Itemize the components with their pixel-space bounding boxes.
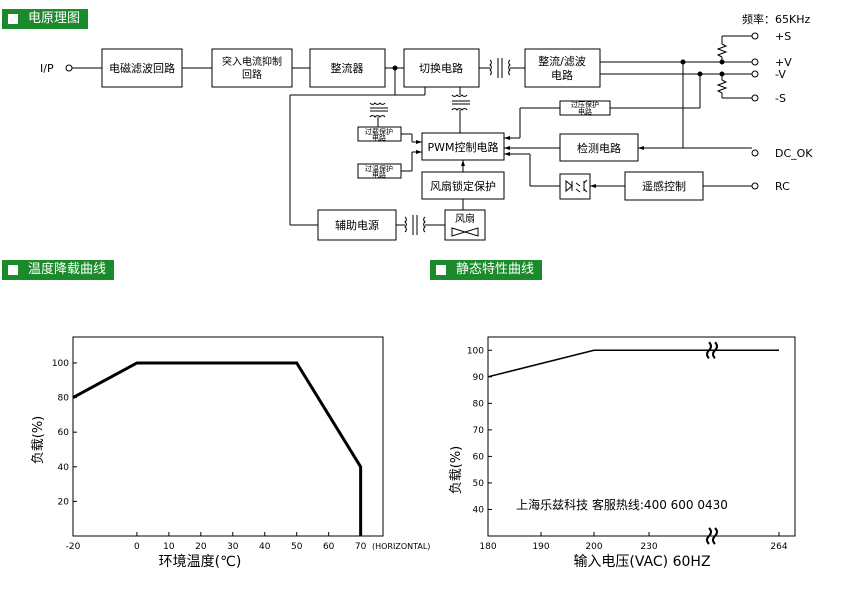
rect-filter-label-1: 整流/滤波 xyxy=(538,54,586,68)
y-tick-label: 70 xyxy=(473,426,485,436)
block-diagram: 频率：65KHz I/P 电磁滤波回路 突入电流抑制 回路 整流器 切换电路 整… xyxy=(0,0,842,250)
square-icon xyxy=(436,265,446,275)
x-axis-label: 环境温度(℃) xyxy=(159,554,242,570)
optocoupler-block xyxy=(560,174,590,199)
switching-label: 切换电路 xyxy=(419,61,463,75)
x-tick-label: 60 xyxy=(323,542,335,552)
fan-label: 风扇 xyxy=(455,212,475,225)
y-tick-label: 90 xyxy=(473,373,485,383)
square-icon xyxy=(8,265,18,275)
fan-lock-label: 风扇锁定保护 xyxy=(430,179,496,193)
static-series-line xyxy=(488,350,779,377)
emi-label: 电磁滤波回路 xyxy=(109,62,175,75)
y-tick-label: 60 xyxy=(58,428,70,438)
rect-filter-label-2: 电路 xyxy=(551,69,573,82)
otp-label-2: 电路 xyxy=(372,170,386,179)
y-tick-label: 80 xyxy=(473,399,485,409)
x-tick-label: 50 xyxy=(291,542,303,552)
remote-label: 遥感控制 xyxy=(642,179,686,193)
fan-icon xyxy=(452,228,478,236)
x-tick-label: 30 xyxy=(227,542,239,552)
section-header-derating: 温度降载曲线 xyxy=(2,260,114,280)
y-axis-label: 负载(%) xyxy=(31,416,46,465)
plot-frame xyxy=(73,337,383,536)
input-label: I/P xyxy=(40,62,54,75)
x-tick-label: -20 xyxy=(66,542,81,552)
section-title: 静态特性曲线 xyxy=(456,260,534,280)
section-header-static: 静态特性曲线 xyxy=(430,260,542,280)
x-tick-label: 200 xyxy=(585,542,602,552)
output-minus-s: -S xyxy=(775,92,786,105)
x-tick-label: 20 xyxy=(195,542,207,552)
derating-series-line xyxy=(73,363,361,536)
y-tick-label: 50 xyxy=(473,479,485,489)
output-rc: RC xyxy=(775,180,790,193)
x-tick-label: 70 xyxy=(355,542,367,552)
olp-label-2: 电路 xyxy=(372,133,386,142)
frequency-label: 频率：65KHz xyxy=(742,12,810,26)
static-chart: 180 190 200 230 264 40 50 60 70 80 90 100 输入电压(VAC) … xyxy=(422,290,842,590)
aux-label: 辅助电源 xyxy=(335,218,379,232)
x-tick-label: 180 xyxy=(479,542,496,552)
output-minus-v: -V xyxy=(775,68,786,81)
x-tick-label: 10 xyxy=(163,542,175,552)
y-tick-label: 20 xyxy=(58,497,70,507)
detect-label: 检测电路 xyxy=(577,141,621,155)
x-axis-label: 输入电压(VAC) 60HZ xyxy=(573,554,710,570)
y-tick-label: 60 xyxy=(473,452,485,462)
rectifier-label: 整流器 xyxy=(331,61,364,75)
output-plus-s: +S xyxy=(775,30,791,43)
inrush-label-2: 回路 xyxy=(242,68,262,81)
pwm-label: PWM控制电路 xyxy=(427,140,498,154)
x-tick-label: 230 xyxy=(640,542,657,552)
output-dc-ok: DC_OK xyxy=(775,147,813,160)
y-tick-label: 100 xyxy=(467,346,484,356)
x-tick-label: 0 xyxy=(134,542,140,552)
inrush-label-1: 突入电流抑制 xyxy=(222,55,282,68)
y-tick-label: 80 xyxy=(58,394,70,404)
optocoupler-icon xyxy=(566,180,587,192)
y-tick-label: 40 xyxy=(473,505,485,515)
y-axis-label: 负载(%) xyxy=(449,446,464,495)
y-tick-label: 100 xyxy=(52,359,69,369)
x-tick-label: 190 xyxy=(532,542,549,552)
ovp-label-2: 电路 xyxy=(578,107,592,116)
watermark-text: 上海乐兹科技 客服热线:400 600 0430 xyxy=(516,497,728,512)
inrush-block xyxy=(212,49,292,87)
section-title: 温度降载曲线 xyxy=(28,260,106,280)
y-tick-label: 40 xyxy=(58,463,70,473)
x-tick-label: 40 xyxy=(259,542,271,552)
x-tick-label: 264 xyxy=(770,542,787,552)
